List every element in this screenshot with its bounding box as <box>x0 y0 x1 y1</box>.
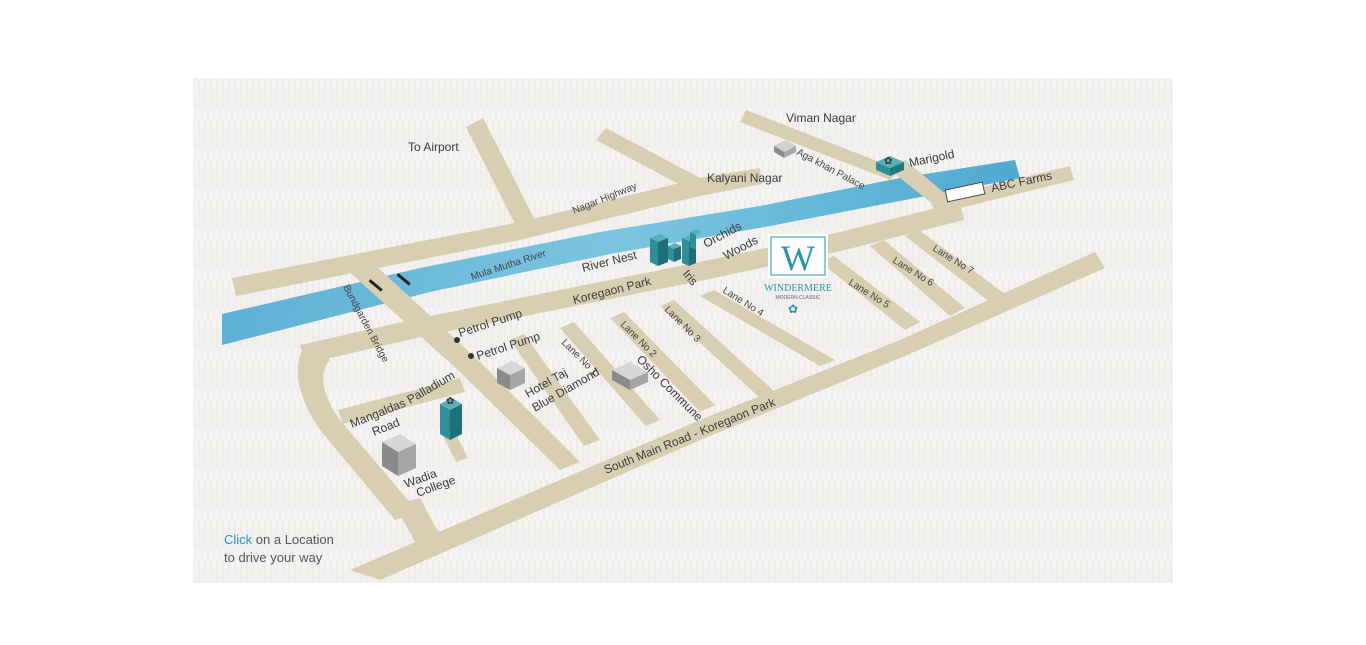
svg-text:✿: ✿ <box>446 396 454 407</box>
palladium-building[interactable]: ✿ <box>440 396 462 440</box>
hint-line1-rest: on a Location <box>252 532 334 547</box>
logo-tagline: MODERN CLASSIC <box>775 295 820 301</box>
hotel-taj-building[interactable] <box>497 361 525 390</box>
road-network <box>232 110 1105 580</box>
iris-building[interactable] <box>668 243 681 262</box>
windermere-logo[interactable]: W WINDERMERE MODERN CLASSIC ✿ <box>764 234 832 316</box>
bridge-marker <box>396 273 411 286</box>
map-hint: Click on a Location to drive your way <box>224 531 334 567</box>
petrol-pump-2-marker[interactable] <box>468 353 474 359</box>
logo-monogram: W <box>781 238 815 278</box>
bridge-marker <box>368 279 383 292</box>
logo-flower-icon: ✿ <box>788 302 798 316</box>
label-viman-nagar[interactable]: Viman Nagar <box>786 111 856 125</box>
osho-commune-building[interactable] <box>612 362 648 390</box>
mula-mutha-river <box>222 160 1020 345</box>
orchids-building[interactable] <box>682 229 702 266</box>
hint-line-1: Click on a Location <box>224 531 334 549</box>
label-kalyani-nagar[interactable]: Kalyani Nagar <box>707 171 782 185</box>
river-nest-building[interactable] <box>650 234 668 266</box>
svg-text:✿: ✿ <box>884 156 892 167</box>
aga-khan-palace-building[interactable] <box>774 140 796 158</box>
marigold-building[interactable]: ✿ <box>876 156 904 176</box>
label-to-airport[interactable]: To Airport <box>408 140 459 154</box>
hint-click-link[interactable]: Click <box>224 532 253 547</box>
abc-farms-marker[interactable] <box>944 181 986 203</box>
hint-line-2: to drive your way <box>224 550 323 565</box>
petrol-pump-1-marker[interactable] <box>454 337 460 343</box>
wadia-college-building[interactable] <box>382 434 416 476</box>
logo-name: WINDERMERE <box>764 283 832 294</box>
